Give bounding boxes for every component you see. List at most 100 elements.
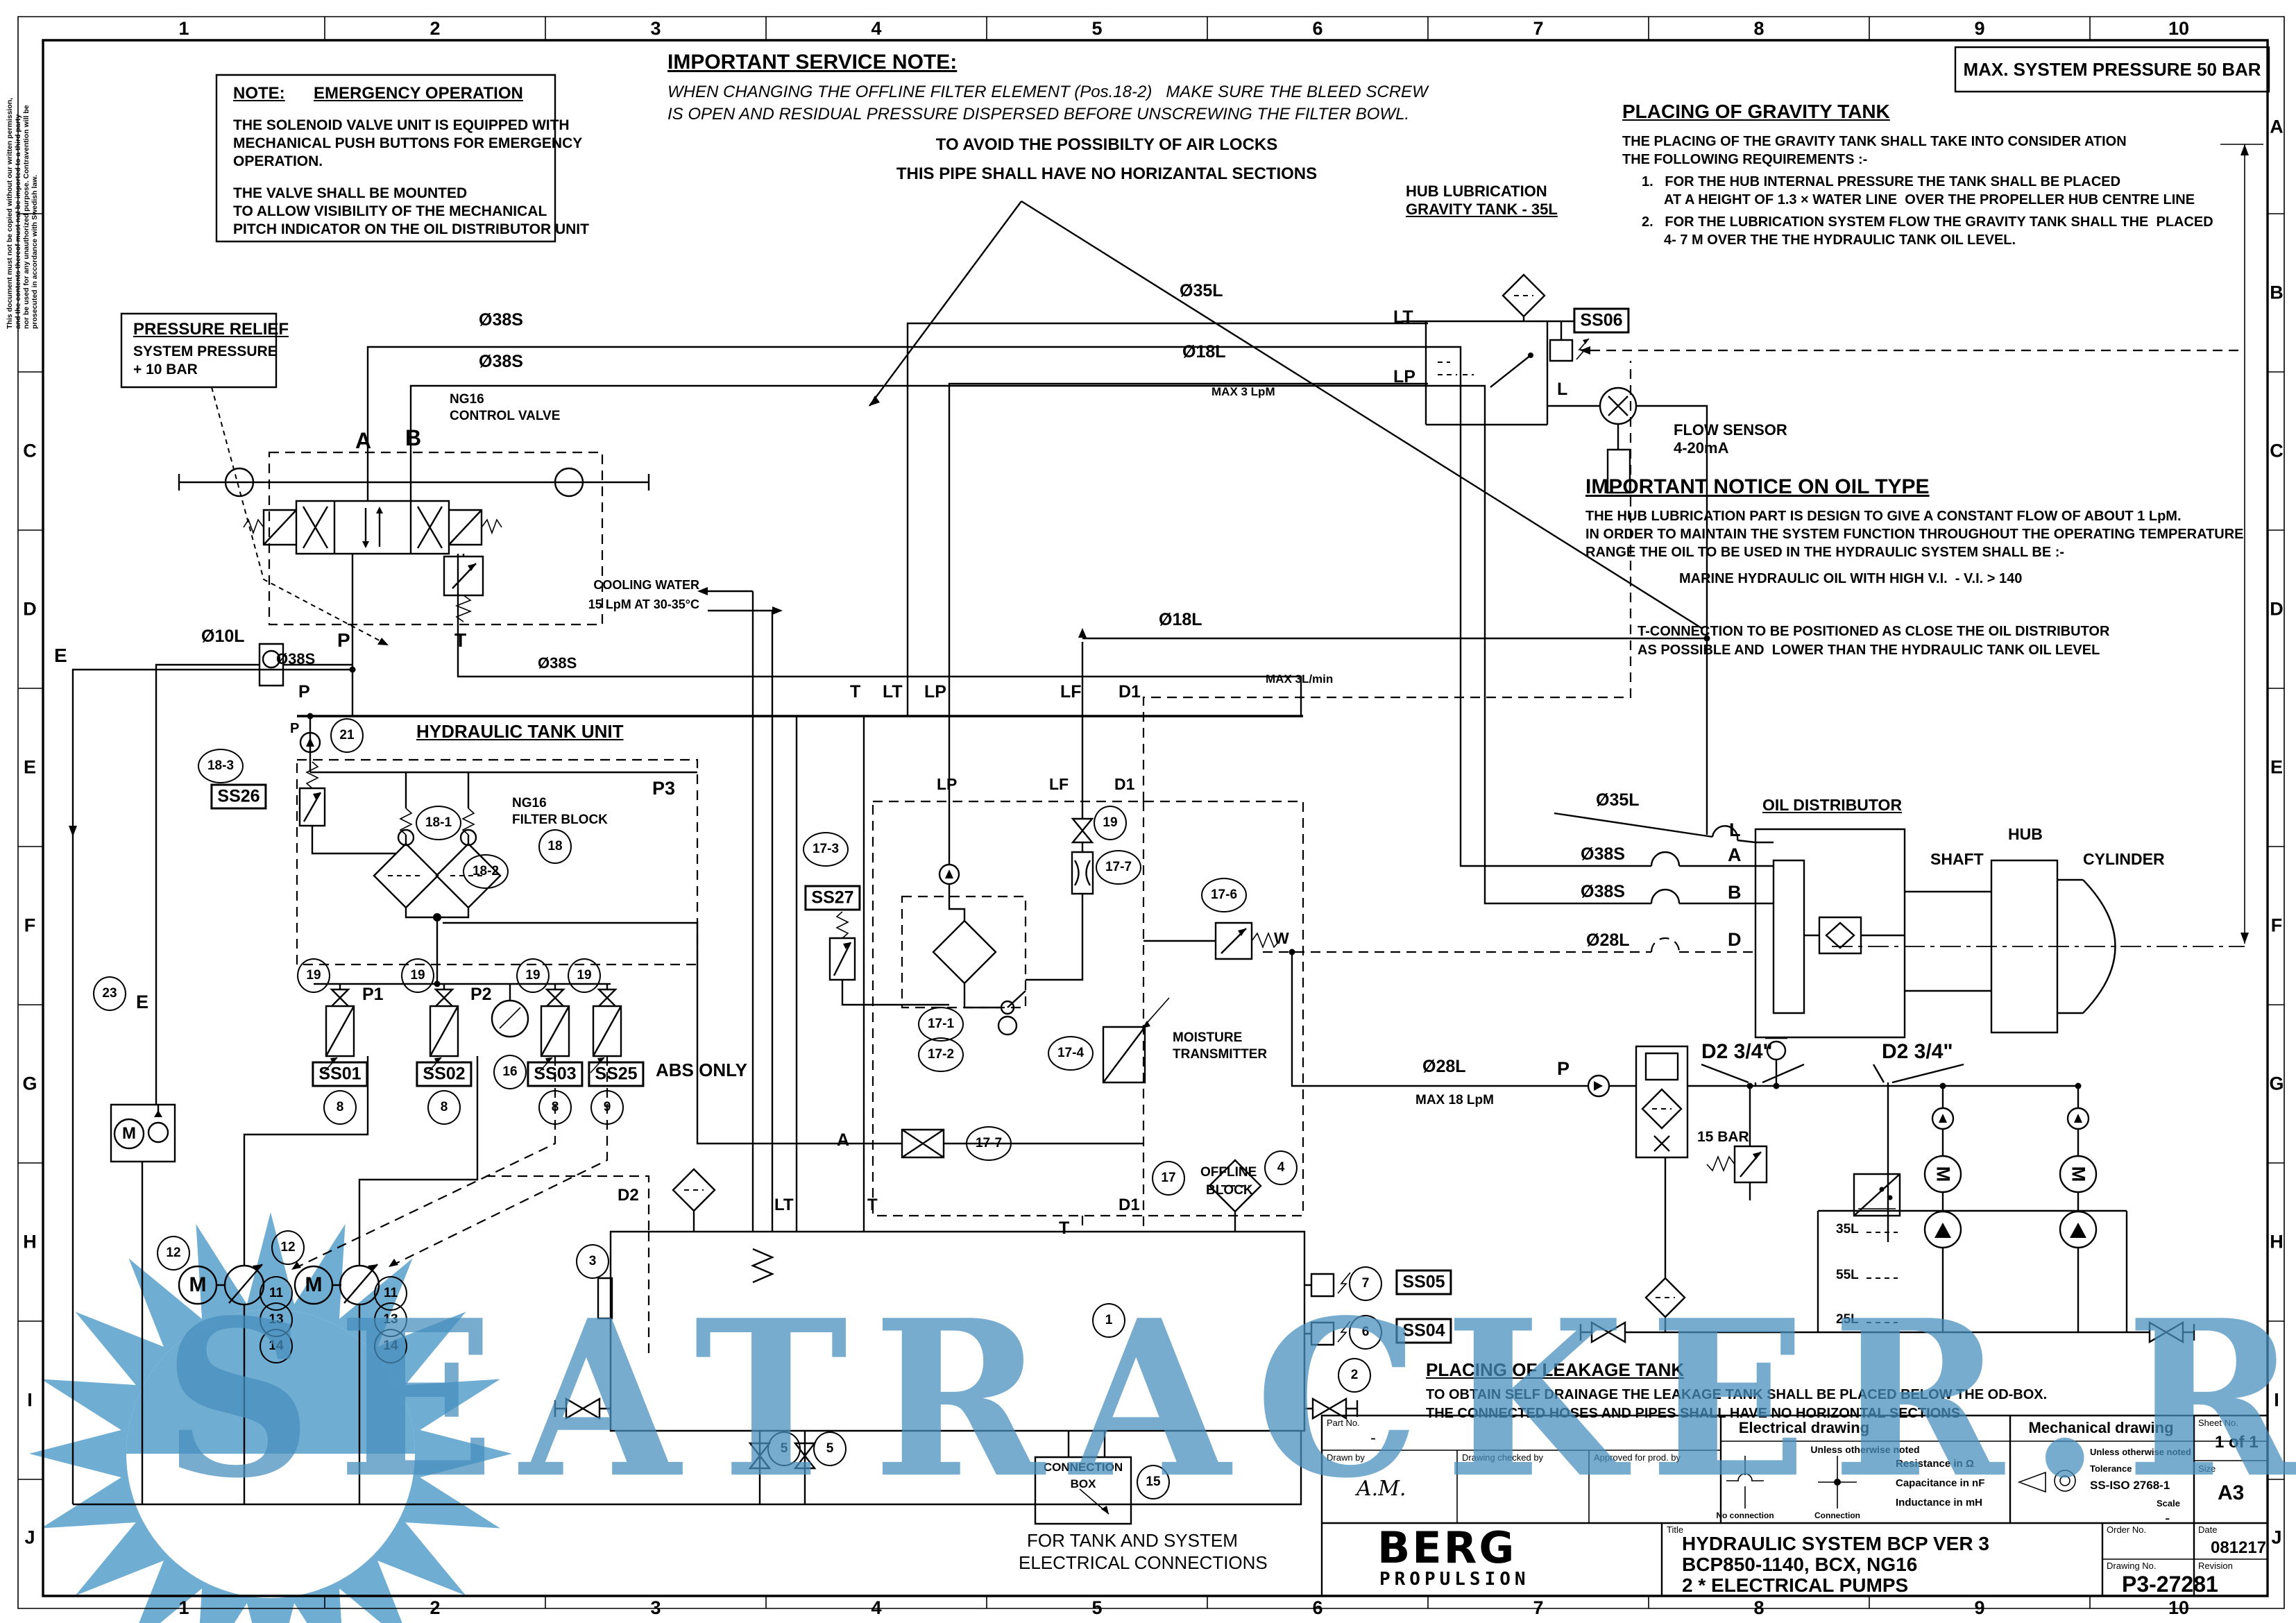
ss-tag-SS06: SS06 xyxy=(1573,307,1630,334)
balloon-8: 8 xyxy=(427,1090,461,1125)
schematic-label: TO AVOID THE POSSIBILTY OF AIR LOCKS xyxy=(935,135,1278,154)
grid-row-left-I: I xyxy=(27,1389,33,1411)
scale-label: Scale xyxy=(2157,1498,2180,1509)
oil-note-title: IMPORTANT NOTICE ON OIL TYPE xyxy=(1585,475,1930,498)
grid-row-right-E: E xyxy=(2270,756,2284,778)
schematic-label: HUB LUBRICATION xyxy=(1406,182,1547,200)
grid-row-left-C: C xyxy=(23,440,37,461)
balloon-8: 8 xyxy=(538,1090,572,1125)
note-title: NOTE: xyxy=(233,84,285,103)
schematic-label: P xyxy=(298,682,310,702)
schematic-label: ELECTRICAL CONNECTIONS xyxy=(1019,1552,1268,1573)
approved-by-label: Approved for prod. by xyxy=(1594,1452,1681,1463)
schematic-label: TO OBTAIN SELF DRAINAGE THE LEAKAGE TANK… xyxy=(1426,1387,2048,1402)
ss-tag-SS05: SS05 xyxy=(1395,1269,1452,1295)
schematic-label: ABS ONLY xyxy=(656,1060,747,1080)
resistance-label: Resistance in Ω xyxy=(1896,1458,1974,1470)
unless-noted-mechanical: Unless otherwise noted xyxy=(2090,1447,2191,1457)
balloon-19: 19 xyxy=(568,958,601,993)
schematic-label: T xyxy=(454,629,467,651)
scale-value: - xyxy=(2165,1509,2170,1527)
schematic-label: B xyxy=(1728,882,1742,903)
schematic-label: OPERATION. xyxy=(233,153,323,169)
schematic-label: CONNECTION xyxy=(1043,1461,1123,1474)
schematic-label: D1 xyxy=(1119,1196,1140,1214)
schematic-label: Ø10L xyxy=(201,627,245,646)
ss-tag-SS25: SS25 xyxy=(588,1061,645,1087)
balloon-2: 2 xyxy=(1338,1358,1371,1393)
schematic-label: SHAFT xyxy=(1930,850,1984,868)
balloon-23: 23 xyxy=(93,976,126,1011)
balloon-5: 5 xyxy=(767,1431,801,1466)
sheet-value: 1 of 1 xyxy=(2215,1433,2259,1452)
balloon-17-4: 17-4 xyxy=(1048,1036,1094,1071)
ss-tag-SS04: SS04 xyxy=(1395,1318,1452,1344)
schematic-label: Ø38S xyxy=(1581,882,1625,901)
logo-propulsion: PROPULSION xyxy=(1379,1569,1530,1590)
balloon-14: 14 xyxy=(260,1329,293,1363)
order-no-label: Order No. xyxy=(2107,1524,2147,1535)
schematic-label: THIS PIPE SHALL HAVE NO HORIZANTAL SECTI… xyxy=(896,164,1318,183)
balloon-17-6: 17-6 xyxy=(1201,878,1247,912)
drawn-by-label: Drawn by xyxy=(1327,1452,1365,1463)
schematic-label: 4- 7 M OVER THE THE HYDRAULIC TANK OIL L… xyxy=(1664,232,2016,248)
grid-row-left-J: J xyxy=(24,1527,35,1548)
schematic-label: T-CONNECTION TO BE POSITIONED AS CLOSE T… xyxy=(1638,624,2110,639)
schematic-label: LP xyxy=(1393,367,1415,386)
balloon-8: 8 xyxy=(323,1090,357,1125)
title-line3: 2 * ELECTRICAL PUMPS xyxy=(1682,1574,1909,1596)
schematic-label: MOISTURE xyxy=(1173,1030,1243,1045)
grid-row-left-F: F xyxy=(24,915,36,936)
schematic-label: THE FOLLOWING REQUIREMENTS :- xyxy=(1622,152,1868,167)
schematic-label: LP xyxy=(924,682,946,702)
schematic-label: 1. FOR THE HUB INTERNAL PRESSURE THE TAN… xyxy=(1642,174,2121,189)
service-note-title: IMPORTANT SERVICE NOTE: xyxy=(667,51,958,74)
connection-label: Connection xyxy=(1814,1511,1860,1520)
schematic-label: HUB xyxy=(2008,825,2043,843)
schematic-label: COOLING WATER xyxy=(593,578,699,592)
grid-col-top-8: 8 xyxy=(1753,18,1764,39)
capacitance-label: Capacitance in nF xyxy=(1896,1477,1985,1489)
balloon-17: 17 xyxy=(1152,1161,1185,1196)
schematic-label: GRAVITY TANK - 35L xyxy=(1406,201,1558,218)
schematic-label: M xyxy=(1932,1166,1954,1182)
mechanical-header: Mechanical drawing xyxy=(2028,1419,2174,1436)
inductance-label: Inductance in mH xyxy=(1896,1497,1983,1509)
balloon-4: 4 xyxy=(1264,1150,1298,1185)
schematic-label: A xyxy=(1728,844,1742,865)
schematic-label: L xyxy=(1729,819,1741,840)
schematic-label: CONTROL VALVE xyxy=(450,409,561,423)
gravity-note-title: PLACING OF GRAVITY TANK xyxy=(1622,101,1890,122)
schematic-label: FOR TANK AND SYSTEM xyxy=(1027,1530,1238,1551)
schematic-label: 15 BAR xyxy=(1697,1129,1749,1145)
grid-row-right-D: D xyxy=(2270,598,2284,620)
ss-tag-SS27: SS27 xyxy=(804,885,861,911)
balloon-5: 5 xyxy=(813,1431,847,1466)
grid-col-top-1: 1 xyxy=(178,18,189,39)
schematic-label: BOX xyxy=(1070,1477,1096,1490)
schematic-label: Ø38S xyxy=(479,352,523,371)
schematic-label: IN ORDER TO MAINTAIN THE SYSTEM FUNCTION… xyxy=(1585,527,2244,542)
schematic-label: Ø38S xyxy=(538,654,577,672)
balloon-18-3: 18-3 xyxy=(198,749,244,783)
schematic-label: LF xyxy=(1060,682,1082,702)
grid-col-bottom-10: 10 xyxy=(2168,1597,2190,1618)
schematic-label: 55L xyxy=(1836,1268,1859,1282)
schematic-label: MAX 3 LpM xyxy=(1211,385,1275,398)
grid-row-right-A: A xyxy=(2270,116,2284,137)
balloon-17-7: 17-7 xyxy=(1096,850,1141,885)
schematic-label: Ø18L xyxy=(1159,610,1202,629)
part-no-label: Part No. xyxy=(1327,1418,1360,1428)
balloon-12: 12 xyxy=(271,1230,305,1265)
title-line1: HYDRAULIC SYSTEM BCP VER 3 xyxy=(1682,1533,1989,1554)
schematic-label: PITCH INDICATOR ON THE OIL DISTRIBUTOR U… xyxy=(233,221,589,237)
tank-unit-title: HYDRAULIC TANK UNIT xyxy=(416,721,624,742)
balloon-19: 19 xyxy=(297,958,330,993)
schematic-label: WHEN CHANGING THE OFFLINE FILTER ELEMENT… xyxy=(667,83,1428,101)
grid-row-left-G: G xyxy=(22,1073,37,1094)
schematic-label: D1 xyxy=(1114,775,1135,793)
tolerance-label: Tolerance xyxy=(2090,1463,2132,1474)
grid-col-bottom-3: 3 xyxy=(650,1597,661,1618)
ss-tag-SS26: SS26 xyxy=(210,783,267,810)
